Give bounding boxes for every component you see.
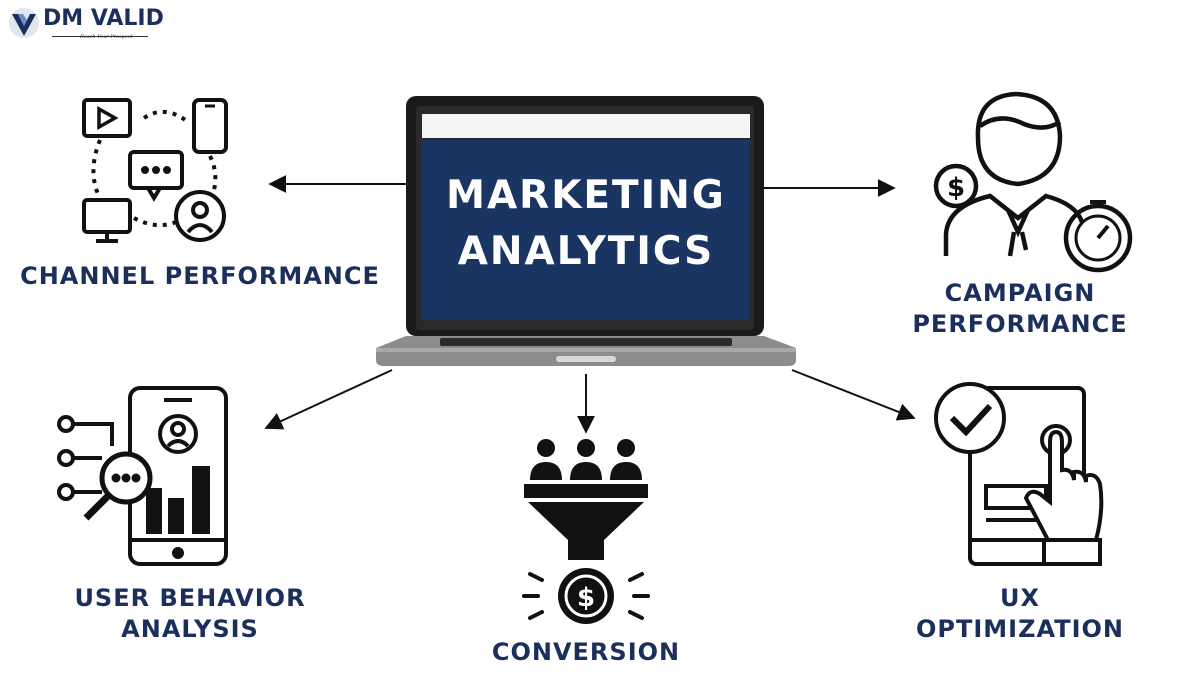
arrow-to-ux (791, 369, 916, 421)
label-ux-line1: UX (1000, 584, 1040, 612)
label-campaign-line2: PERFORMANCE (912, 310, 1128, 338)
label-user-behavior-line1: USER BEHAVIOR (74, 584, 306, 612)
svg-text:$: $ (577, 583, 595, 613)
logo-tagline: Reach Your Prospect (80, 34, 133, 40)
center-title-line1: MARKETING (446, 173, 726, 218)
logo-mark-icon (9, 8, 39, 38)
label-channel-performance: CHANNEL PERFORMANCE (20, 262, 380, 290)
ux-optimization-icon (934, 382, 1104, 566)
logo-underline (52, 36, 148, 37)
conversion-funnel-icon: $ (522, 439, 650, 624)
label-user-behavior: USER BEHAVIOR ANALYSIS (60, 583, 320, 645)
campaign-manager-icon: $ (933, 91, 1133, 273)
laptop-icon (376, 96, 796, 366)
label-campaign-line1: CAMPAIGN (944, 279, 1096, 307)
channel-network-icon (82, 98, 228, 243)
user-behavior-phone-icon (57, 386, 228, 566)
logo-text: DM VALID (43, 6, 164, 31)
center-title: MARKETING ANALYTICS (422, 140, 750, 320)
label-ux-optimization: UX OPTIMIZATION (900, 583, 1140, 645)
label-conversion: CONVERSION (491, 638, 681, 666)
center-title-line2: ANALYTICS (457, 229, 715, 274)
label-ux-line2: OPTIMIZATION (915, 615, 1124, 643)
arrow-to-user-behavior (264, 369, 393, 430)
label-campaign-performance: CAMPAIGN PERFORMANCE (900, 278, 1140, 340)
svg-text:$: $ (947, 173, 965, 203)
label-user-behavior-line2: ANALYSIS (121, 615, 259, 643)
